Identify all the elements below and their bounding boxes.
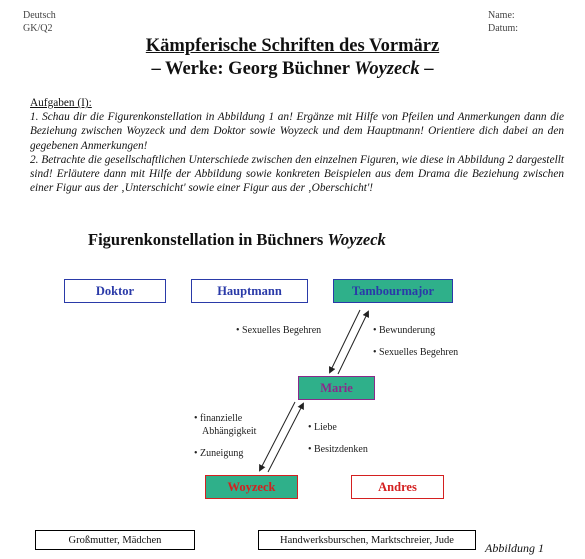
arrow-marie-to-tambour xyxy=(337,310,369,375)
note-marie-to-woyzeck-2: • Zuneigung xyxy=(194,448,244,459)
group-right: Handwerksburschen, Marktschreier, Jude xyxy=(258,530,476,550)
arrow-tambour-to-marie xyxy=(329,309,361,374)
character-doktor: Doktor xyxy=(64,279,166,303)
page-subtitle: – Werke: Georg Büchner Woyzeck – xyxy=(0,59,585,80)
note-woyzeck-to-marie-2: • Besitzdenken xyxy=(308,444,368,455)
character-woyzeck: Woyzeck xyxy=(205,475,298,499)
page-title: Kämpferische Schriften des Vormärz xyxy=(145,36,440,56)
arrow-marie-to-woyzeck xyxy=(259,401,296,472)
character-marie: Marie xyxy=(298,376,375,400)
character-tambourmajor: Tambourmajor xyxy=(333,279,453,303)
figure-caption: Abbildung 1 xyxy=(485,541,544,555)
arrow-woyzeck-to-marie xyxy=(267,402,304,473)
course-label: GK/Q2 xyxy=(23,23,53,34)
subject-label: Deutsch xyxy=(23,10,56,21)
character-hauptmann: Hauptmann xyxy=(191,279,308,303)
task-section: Aufgaben (I): 1. Schau dir die Figurenko… xyxy=(30,96,564,195)
subtitle-prefix: – Werke: Georg Büchner xyxy=(151,59,355,79)
note-marie-to-tambour-2: • Sexuelles Begehren xyxy=(373,347,459,358)
subtitle-work: Woyzeck xyxy=(354,59,420,79)
task-heading: Aufgaben (I): xyxy=(30,97,92,109)
note-woyzeck-to-marie-1: • Liebe xyxy=(308,422,337,433)
name-field-label: Name: xyxy=(488,10,515,21)
note-marie-to-tambour-1: • Bewunderung xyxy=(373,325,436,336)
group-left: Großmutter, Mädchen xyxy=(35,530,195,550)
diagram-heading-work: Woyzeck xyxy=(327,230,386,249)
note-marie-to-woyzeck-1: • finanzielle xyxy=(194,413,243,424)
diagram-heading-prefix: Figurenkonstellation in Büchners xyxy=(88,230,328,249)
date-field-label: Datum: xyxy=(488,23,518,34)
subtitle-suffix: – xyxy=(419,59,434,79)
character-andres: Andres xyxy=(351,475,444,499)
diagram-heading: Figurenkonstellation in Büchners Woyzeck xyxy=(88,230,386,250)
task-2: 2. Betrachte die gesellschaftlichen Unte… xyxy=(30,153,564,195)
note-tambour-to-marie: • Sexuelles Begehren xyxy=(236,325,322,336)
task-1: 1. Schau dir die Figurenkonstellation in… xyxy=(30,111,564,152)
note-marie-to-woyzeck-1b: Abhängigkeit xyxy=(202,426,257,437)
